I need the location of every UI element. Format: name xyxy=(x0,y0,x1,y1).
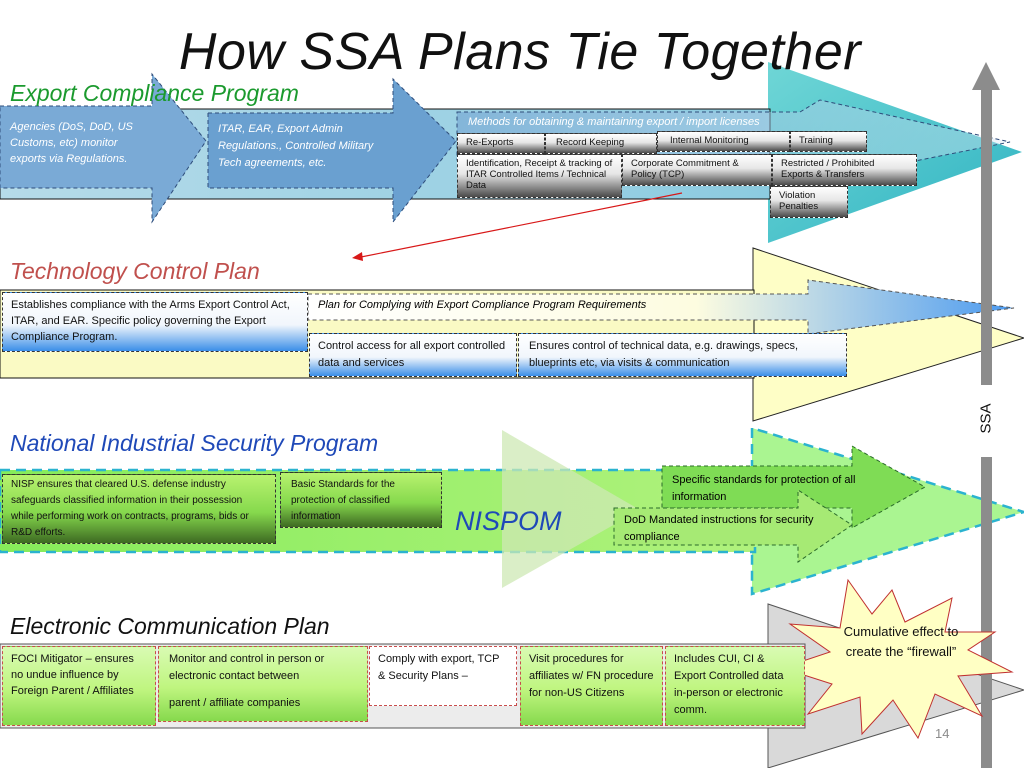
export-identification-box: Identification, Receipt & tracking of IT… xyxy=(457,154,622,198)
export-reexports-box: Re-Exports xyxy=(457,133,545,154)
export-record-keeping-box: Record Keeping xyxy=(545,133,657,154)
export-arrow-agencies xyxy=(0,72,207,224)
nispom-arrow xyxy=(502,430,640,588)
page-title: How SSA Plans Tie Together xyxy=(178,23,862,81)
export-agencies-text: Agencies (DoS, DoD, US Customs, etc) mon… xyxy=(10,121,133,165)
red-connector-arrow xyxy=(355,192,683,259)
electronic-includes-box: Includes CUI, CI & Export Controlled dat… xyxy=(665,646,805,726)
ssa-label: SSA xyxy=(977,403,995,434)
nisp-specific-text: Specific standards for protection of all… xyxy=(672,474,856,503)
technology-plan-arrow xyxy=(307,279,1015,335)
ssa-arrow-head xyxy=(972,62,1000,90)
nisp-basic-standards-box: Basic Standards for the protection of cl… xyxy=(280,472,442,528)
export-training-box: Training xyxy=(790,131,867,152)
electronic-visit-box: Visit procedures for affiliates w/ FN pr… xyxy=(520,646,663,726)
electronic-foci-box: FOCI Mitigator – ensures no undue influe… xyxy=(2,646,156,726)
export-violation-box: Violation Penalties xyxy=(770,186,848,218)
electronic-comply-box: Comply with export, TCP & Security Plans… xyxy=(369,646,517,706)
technology-establishes-box: Establishes compliance with the Arms Exp… xyxy=(2,292,308,352)
export-internal-monitoring-box: Internal Monitoring xyxy=(657,131,790,152)
electronic-monitor-text-line2: parent / affiliate companies xyxy=(169,697,301,709)
export-commitment-box: Corporate Commitment & Policy (TCP) xyxy=(622,154,772,186)
technology-section-heading: Technology Control Plan xyxy=(10,258,260,284)
red-connector-arrowhead xyxy=(352,252,363,261)
electronic-monitor-text-line1: Monitor and control in person or electro… xyxy=(169,653,325,682)
ssa-label-backdrop xyxy=(974,385,1000,457)
nisp-ensures-box: NISP ensures that cleared U.S. defense i… xyxy=(2,474,276,544)
electronic-section-heading: Electronic Communication Plan xyxy=(10,613,330,639)
technology-control-access-box: Control access for all export controlled… xyxy=(309,333,517,377)
nispom-label: NISPOM xyxy=(455,506,562,536)
export-section-heading: Export Compliance Program xyxy=(10,80,299,106)
electronic-monitor-box: Monitor and control in person or electro… xyxy=(158,646,368,722)
firewall-callout-text: Cumulative effect to create the “firewal… xyxy=(843,624,959,659)
nisp-dod-text: DoD Mandated instructions for security c… xyxy=(624,514,814,543)
nisp-section-heading: National Industrial Security Program xyxy=(10,430,379,456)
technology-ensures-box: Ensures control of technical data, e.g. … xyxy=(518,333,847,377)
page-number: 14 xyxy=(935,726,950,741)
nisp-dod-arrow xyxy=(613,489,853,563)
export-arrow-regulations xyxy=(207,77,457,224)
export-restricted-box: Restricted / Prohibited Exports & Transf… xyxy=(772,154,917,186)
technology-plan-text: Plan for Complying with Export Complianc… xyxy=(318,299,647,311)
export-methods-text: Methods for obtaining & maintaining expo… xyxy=(468,116,760,128)
export-regulations-text: ITAR, EAR, Export Admin Regulations., Co… xyxy=(218,123,374,169)
